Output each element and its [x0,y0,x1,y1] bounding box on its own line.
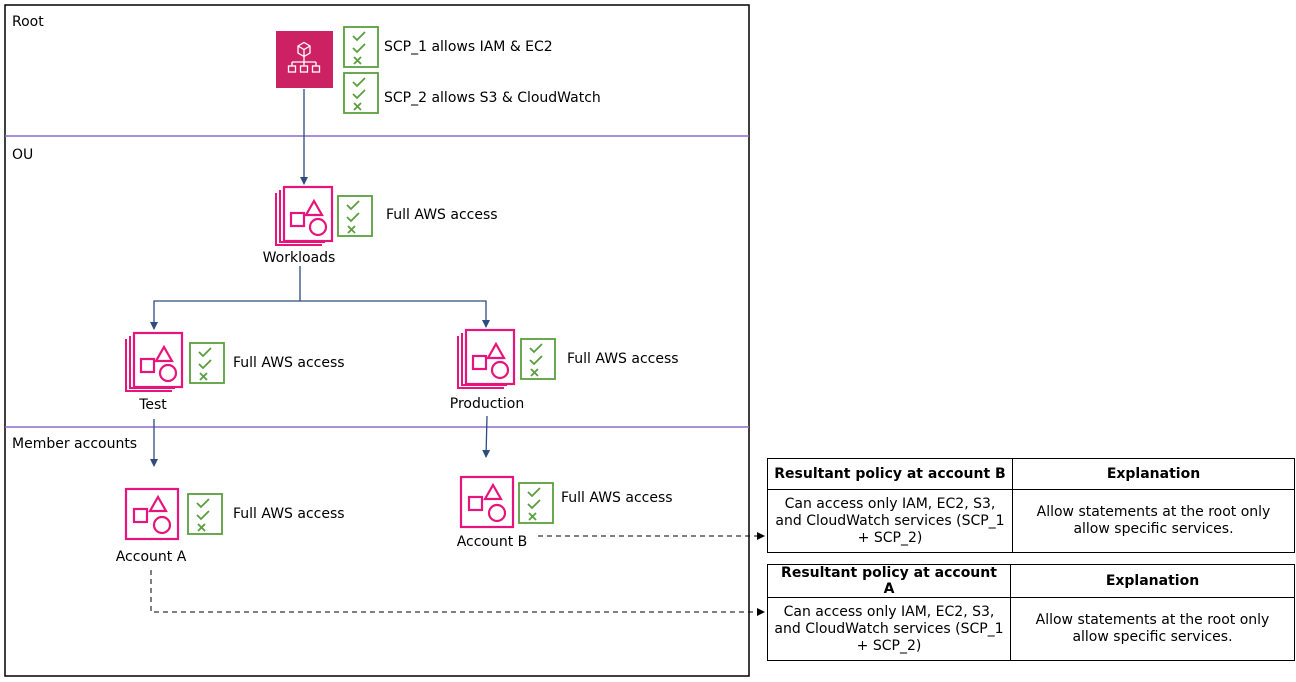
table-header-explanation: Explanation [1010,564,1295,598]
test-policy-icon [189,342,225,384]
diagram-frame [4,4,750,677]
production-node-label: Production [449,396,525,412]
production-ou-icon [456,328,516,390]
scp2-label: SCP_2 allows S3 & CloudWatch [384,90,601,106]
table-header-explanation: Explanation [1012,458,1295,490]
account-b-policy-icon [518,482,554,524]
zone-label-ou: OU [12,147,34,163]
account-b-node-label: Account B [456,534,528,550]
dashed-account-a-to-table [150,570,765,616]
workloads-node-label: Workloads [262,250,336,266]
test-ou-icon [124,331,184,393]
workloads-policy-icon [337,195,373,237]
table-cell-resultant: Can access only IAM, EC2, S3, and CloudW… [767,597,1011,661]
account-a-icon [124,487,180,541]
account-a-policy-label: Full AWS access [233,506,345,522]
account-b-icon [459,475,515,529]
production-policy-label: Full AWS access [567,351,679,367]
table-header-resultant: Resultant policy at account B [767,458,1013,490]
production-policy-icon [520,338,556,380]
workloads-policy-label: Full AWS access [386,207,498,223]
arrow-production-to-account-b [482,415,491,458]
arrow-workloads-split [150,266,301,330]
account-a-policy-table: Resultant policy at account A Explanatio… [767,564,1295,661]
zone-label-root: Root [12,14,44,30]
test-node-label: Test [139,397,167,413]
account-a-node-label: Account A [115,549,187,565]
account-a-policy-icon [187,493,223,535]
organizations-root-icon [276,31,333,88]
table-cell-resultant: Can access only IAM, EC2, S3, and CloudW… [767,489,1013,553]
scp2-policy-icon [343,72,379,114]
account-b-policy-table: Resultant policy at account B Explanatio… [767,458,1295,553]
arrow-workloads-to-production [300,300,490,328]
table-cell-explanation: Allow statements at the root only allow … [1012,489,1295,553]
table-header-resultant: Resultant policy at account A [767,564,1011,598]
account-b-policy-label: Full AWS access [561,490,673,506]
scp1-label: SCP_1 allows IAM & EC2 [384,39,553,55]
workloads-ou-icon [274,185,334,247]
zone-label-members: Member accounts [12,436,138,452]
table-cell-explanation: Allow statements at the root only allow … [1010,597,1295,661]
test-policy-label: Full AWS access [233,355,345,371]
scp1-policy-icon [343,26,379,68]
